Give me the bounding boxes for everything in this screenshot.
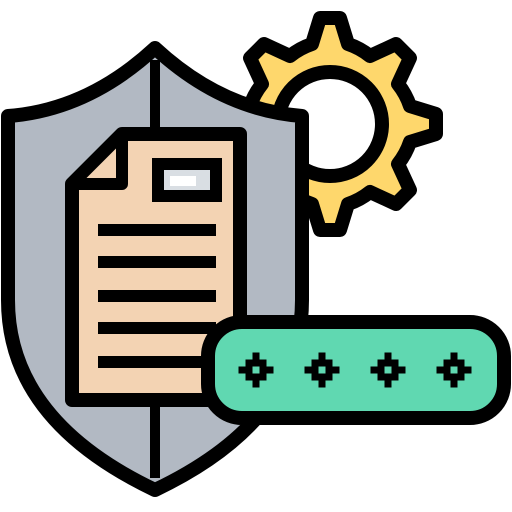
password-field-icon bbox=[201, 315, 511, 425]
password-mask bbox=[238, 352, 472, 388]
document-tab-highlight bbox=[170, 176, 196, 186]
masked-character bbox=[238, 352, 274, 388]
masked-character bbox=[304, 352, 340, 388]
document-corner-fold bbox=[66, 128, 128, 190]
password-field bbox=[201, 315, 511, 425]
document-text-lines bbox=[98, 224, 216, 368]
document-icon bbox=[65, 127, 247, 407]
document-tab bbox=[152, 158, 222, 202]
masked-character bbox=[370, 352, 406, 388]
masked-character bbox=[436, 352, 472, 388]
